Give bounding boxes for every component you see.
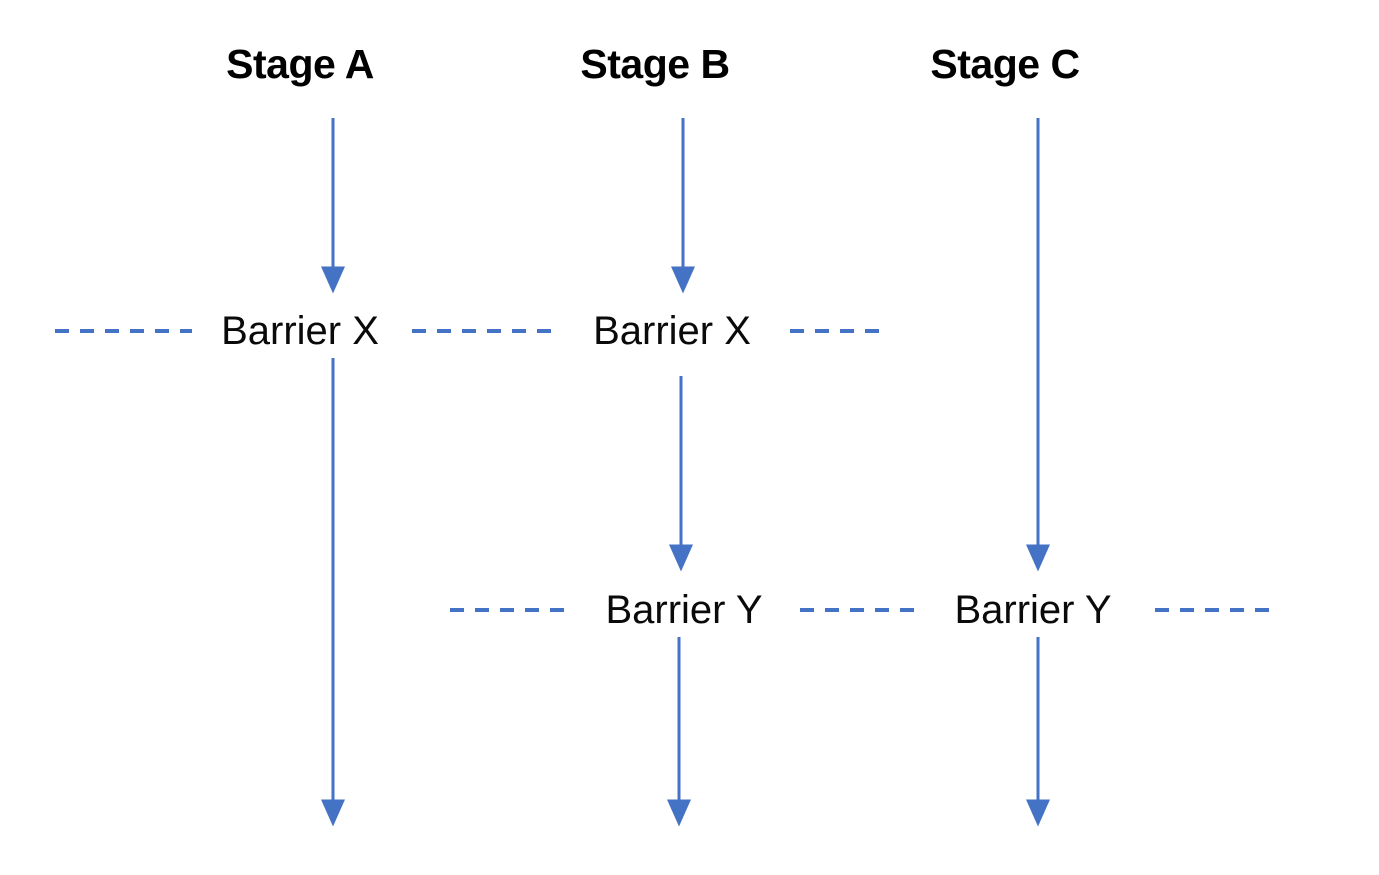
barrier-label-barrier-y-c: Barrier Y [944,590,1122,630]
arrows-group [321,118,1050,827]
barrier-label-barrier-x-b: Barrier X [583,311,761,351]
stage-label-stage-c: Stage C [930,41,1080,87]
dashed-segments-group [55,329,1280,612]
barrier-label-barrier-y-b: Barrier Y [595,590,773,630]
stage-label-stage-b: Stage B [580,41,730,87]
barrier-label-barrier-x-a: Barrier X [211,311,389,351]
stage-label-stage-a: Stage A [226,41,374,87]
